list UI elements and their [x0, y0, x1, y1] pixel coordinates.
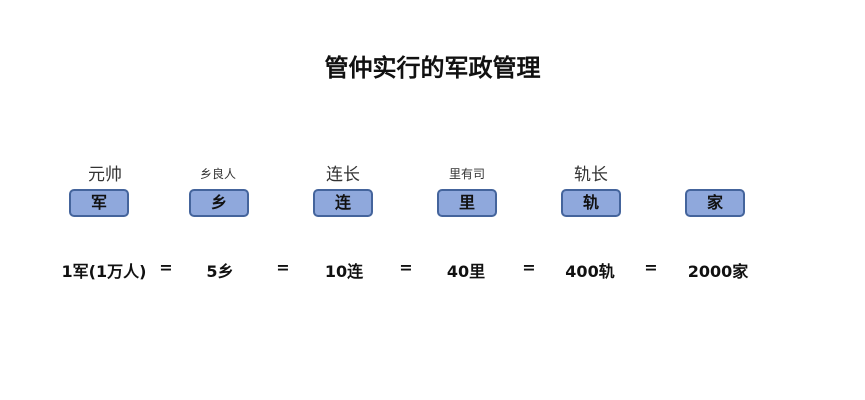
equation-term-army: 1军(1万人): [61, 262, 147, 281]
equation-term-household: 2000家: [687, 262, 749, 281]
equation-term-gui: 400轨: [565, 262, 615, 281]
unit-box-village: 里: [437, 189, 497, 217]
diagram-title: 管仲实行的军政管理: [324, 54, 541, 82]
equals-sign: =: [276, 258, 290, 277]
leader-label-company-commander: 连长: [326, 165, 360, 185]
equals-sign: =: [399, 258, 413, 277]
leader-label-village-officer: 里有司: [448, 167, 485, 181]
equation-term-village: 40里: [446, 262, 486, 281]
unit-box-township: 乡: [189, 189, 249, 217]
unit-box-household: 家: [685, 189, 745, 217]
equals-sign: =: [522, 258, 536, 277]
leader-label-marshal: 元帅: [88, 165, 122, 185]
equation-term-company: 10连: [324, 262, 364, 281]
unit-box-army: 军: [69, 189, 129, 217]
unit-box-gui: 轨: [561, 189, 621, 217]
equation-term-township: 5乡: [206, 262, 234, 281]
leader-label-township-head: 乡良人: [199, 167, 236, 181]
unit-box-company: 连: [313, 189, 373, 217]
equals-sign: =: [644, 258, 658, 277]
equals-sign: =: [159, 258, 173, 277]
leader-label-gui-head: 轨长: [574, 165, 608, 185]
